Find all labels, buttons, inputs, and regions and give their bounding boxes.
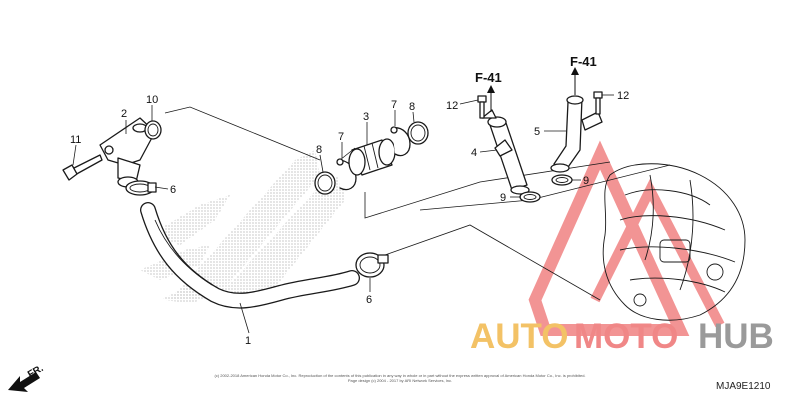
o-ring-part-9-left — [519, 191, 541, 203]
o-ring-part-10 — [144, 120, 162, 140]
clip-part-7-right — [390, 126, 411, 157]
reference-label-left: F-41 — [475, 70, 502, 85]
water-hose-part-1 — [140, 202, 360, 309]
o-ring-part-8-left — [314, 171, 336, 195]
watermark-hub: HUB — [698, 317, 774, 356]
front-direction-label: FR. — [26, 363, 46, 381]
water-joint-part-2 — [99, 117, 156, 188]
copyright-line-1: (c) 2002-2018 American Honda Motor Co., … — [214, 373, 585, 378]
callout-12-left: 12 — [446, 100, 458, 112]
callout-8-right: 8 — [409, 101, 415, 113]
callout-9-right: 9 — [583, 175, 589, 187]
callout-7-left: 7 — [338, 131, 344, 143]
reference-arrow-left — [487, 85, 495, 112]
watermark-brand: AUTO MOTO HUB — [470, 317, 774, 356]
callout-8-left: 8 — [316, 144, 322, 156]
reference-arrow-right — [571, 67, 579, 95]
callout-labels: 1 2 3 4 5 6 6 7 7 8 8 9 9 10 11 12 12 — [70, 90, 629, 347]
watermark-moto: MOTO — [574, 317, 678, 356]
callout-3: 3 — [363, 111, 369, 123]
callout-7-right: 7 — [391, 99, 397, 111]
callout-1: 1 — [245, 335, 251, 347]
callout-2: 2 — [121, 108, 127, 120]
diagram-code: MJA9E1210 — [716, 381, 771, 392]
watermark-auto: AUTO — [470, 317, 569, 356]
bolt-part-11 — [62, 154, 103, 181]
callout-9-left: 9 — [500, 192, 506, 204]
callout-leaders — [72, 94, 614, 334]
callout-11: 11 — [70, 134, 81, 146]
bolt-part-12-left — [477, 95, 487, 119]
hose-clamp-part-6-upper — [125, 180, 157, 196]
front-direction-indicator: FR. — [8, 363, 46, 392]
o-ring-part-9-right — [551, 174, 573, 186]
callout-5: 5 — [534, 126, 540, 138]
water-pipe-part-5 — [550, 95, 603, 173]
engine-block-outline — [602, 163, 746, 321]
bolt-part-12-right — [593, 91, 603, 115]
hose-clamp-part-6-lower — [355, 252, 389, 278]
callout-12-right: 12 — [617, 90, 629, 102]
callout-6-lower: 6 — [366, 294, 372, 306]
water-pipe-part-4 — [481, 109, 530, 195]
copyright-line-2: Page design (c) 2004 - 2017 by ARI Netwo… — [348, 378, 452, 383]
callout-10: 10 — [146, 94, 158, 106]
reference-label-right: F-41 — [570, 54, 597, 69]
callout-4: 4 — [471, 147, 477, 159]
callout-6-upper: 6 — [170, 184, 176, 196]
coupling-part-3 — [348, 138, 396, 176]
o-ring-part-8-right — [407, 121, 429, 145]
